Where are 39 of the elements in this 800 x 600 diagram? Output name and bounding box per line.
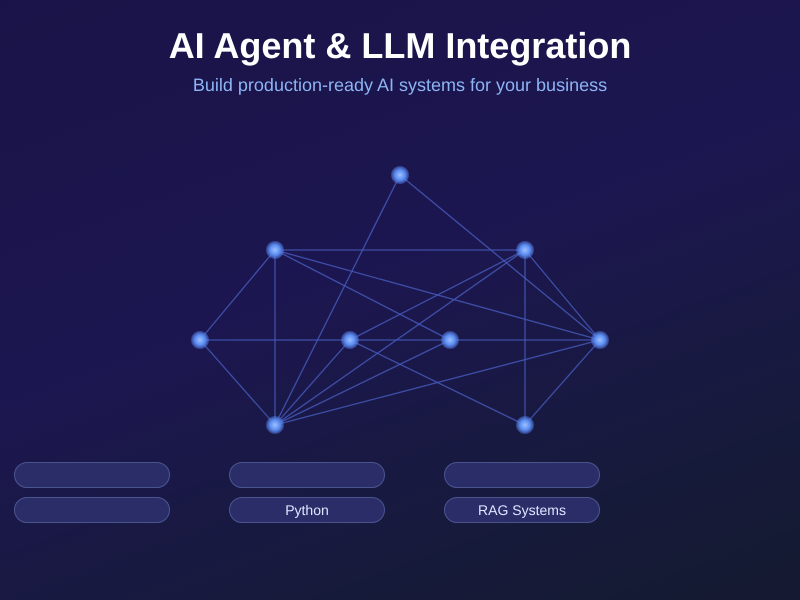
connector-line [280, 340, 594, 424]
connector-line [203, 254, 272, 336]
connector-line [206, 339, 344, 341]
connector-line [528, 254, 597, 336]
connector-line [281, 249, 519, 251]
tag-pill [444, 462, 600, 488]
connector-line [280, 252, 520, 422]
glowing-node [591, 331, 609, 349]
tag-pill [444, 497, 600, 523]
connector-line [280, 250, 594, 340]
glowing-node [341, 331, 359, 349]
glowing-node [266, 241, 284, 259]
connector-line [280, 252, 445, 338]
tag-pill [14, 462, 170, 488]
glowing-node [391, 166, 409, 184]
tag-pill [229, 462, 385, 488]
glowing-node [516, 241, 534, 259]
connector-line [356, 339, 444, 341]
title: AI Agent & LLM Integration [168, 24, 632, 68]
tag-label: RAG Systems [478, 502, 566, 518]
glowing-node [441, 331, 459, 349]
connector-line [203, 344, 272, 421]
connector-line [355, 252, 520, 338]
tag-label: Python [285, 502, 329, 518]
tag-pill [229, 497, 385, 523]
connector-line [404, 178, 596, 337]
glowing-node [516, 416, 534, 434]
connector-line [355, 342, 520, 423]
connector-line [524, 256, 526, 419]
connector-line [456, 339, 594, 341]
connector-line [274, 256, 276, 419]
tag-pill [14, 497, 170, 523]
connector-line [278, 344, 347, 421]
subtitle: Build production-ready AI systems for your business [192, 74, 608, 96]
glowing-node [191, 331, 209, 349]
connector-line [528, 344, 597, 421]
connector-line [280, 342, 445, 423]
glowing-node [266, 416, 284, 434]
connector-line [277, 180, 398, 420]
